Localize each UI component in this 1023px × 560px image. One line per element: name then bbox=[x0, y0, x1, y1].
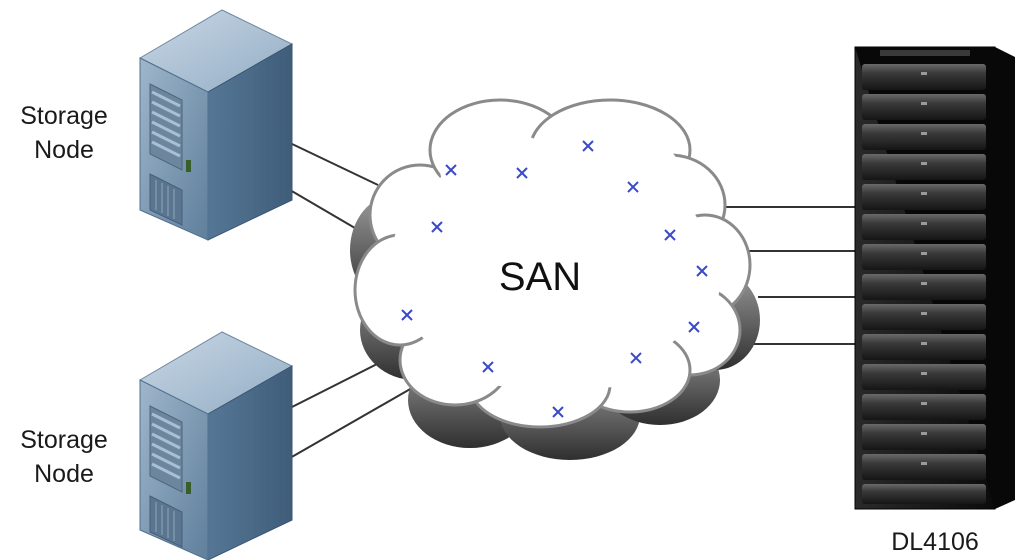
storage-node-1-server-icon bbox=[138, 9, 294, 241]
link-node2-san-a bbox=[289, 359, 386, 409]
switch-marker bbox=[582, 140, 594, 152]
switch-marker bbox=[516, 167, 528, 179]
switch-marker bbox=[445, 164, 457, 176]
san-switch-markers bbox=[401, 140, 708, 418]
storage-node-2-label: Storage Node bbox=[2, 424, 126, 492]
storage-array-label: DL4106 bbox=[891, 528, 979, 556]
storage-node-2-server-icon bbox=[138, 331, 294, 560]
storage-node-2-label-line2: Node bbox=[34, 459, 94, 488]
storage-node-1-label: Storage Node bbox=[2, 100, 126, 168]
san-label: SAN bbox=[498, 255, 582, 299]
switch-marker bbox=[664, 229, 676, 241]
switch-marker bbox=[552, 406, 564, 418]
san-cloud bbox=[350, 98, 760, 460]
storage-node-2-label-line1: Storage bbox=[20, 426, 108, 454]
links bbox=[289, 142, 855, 459]
switch-marker bbox=[482, 361, 494, 373]
storage-node-1-label-line1: Storage bbox=[20, 102, 108, 130]
rack-shelves bbox=[862, 64, 986, 504]
link-node1-san-a bbox=[289, 142, 379, 186]
link-node2-san-b bbox=[289, 387, 413, 459]
switch-marker bbox=[630, 352, 642, 364]
switch-marker bbox=[688, 321, 700, 333]
storage-node-1-label-line2: Node bbox=[34, 135, 94, 164]
switch-marker bbox=[431, 221, 443, 233]
switch-marker bbox=[696, 265, 708, 277]
switch-marker bbox=[627, 181, 639, 193]
switch-marker bbox=[401, 309, 413, 321]
storage-array-rack-icon bbox=[854, 46, 1015, 510]
